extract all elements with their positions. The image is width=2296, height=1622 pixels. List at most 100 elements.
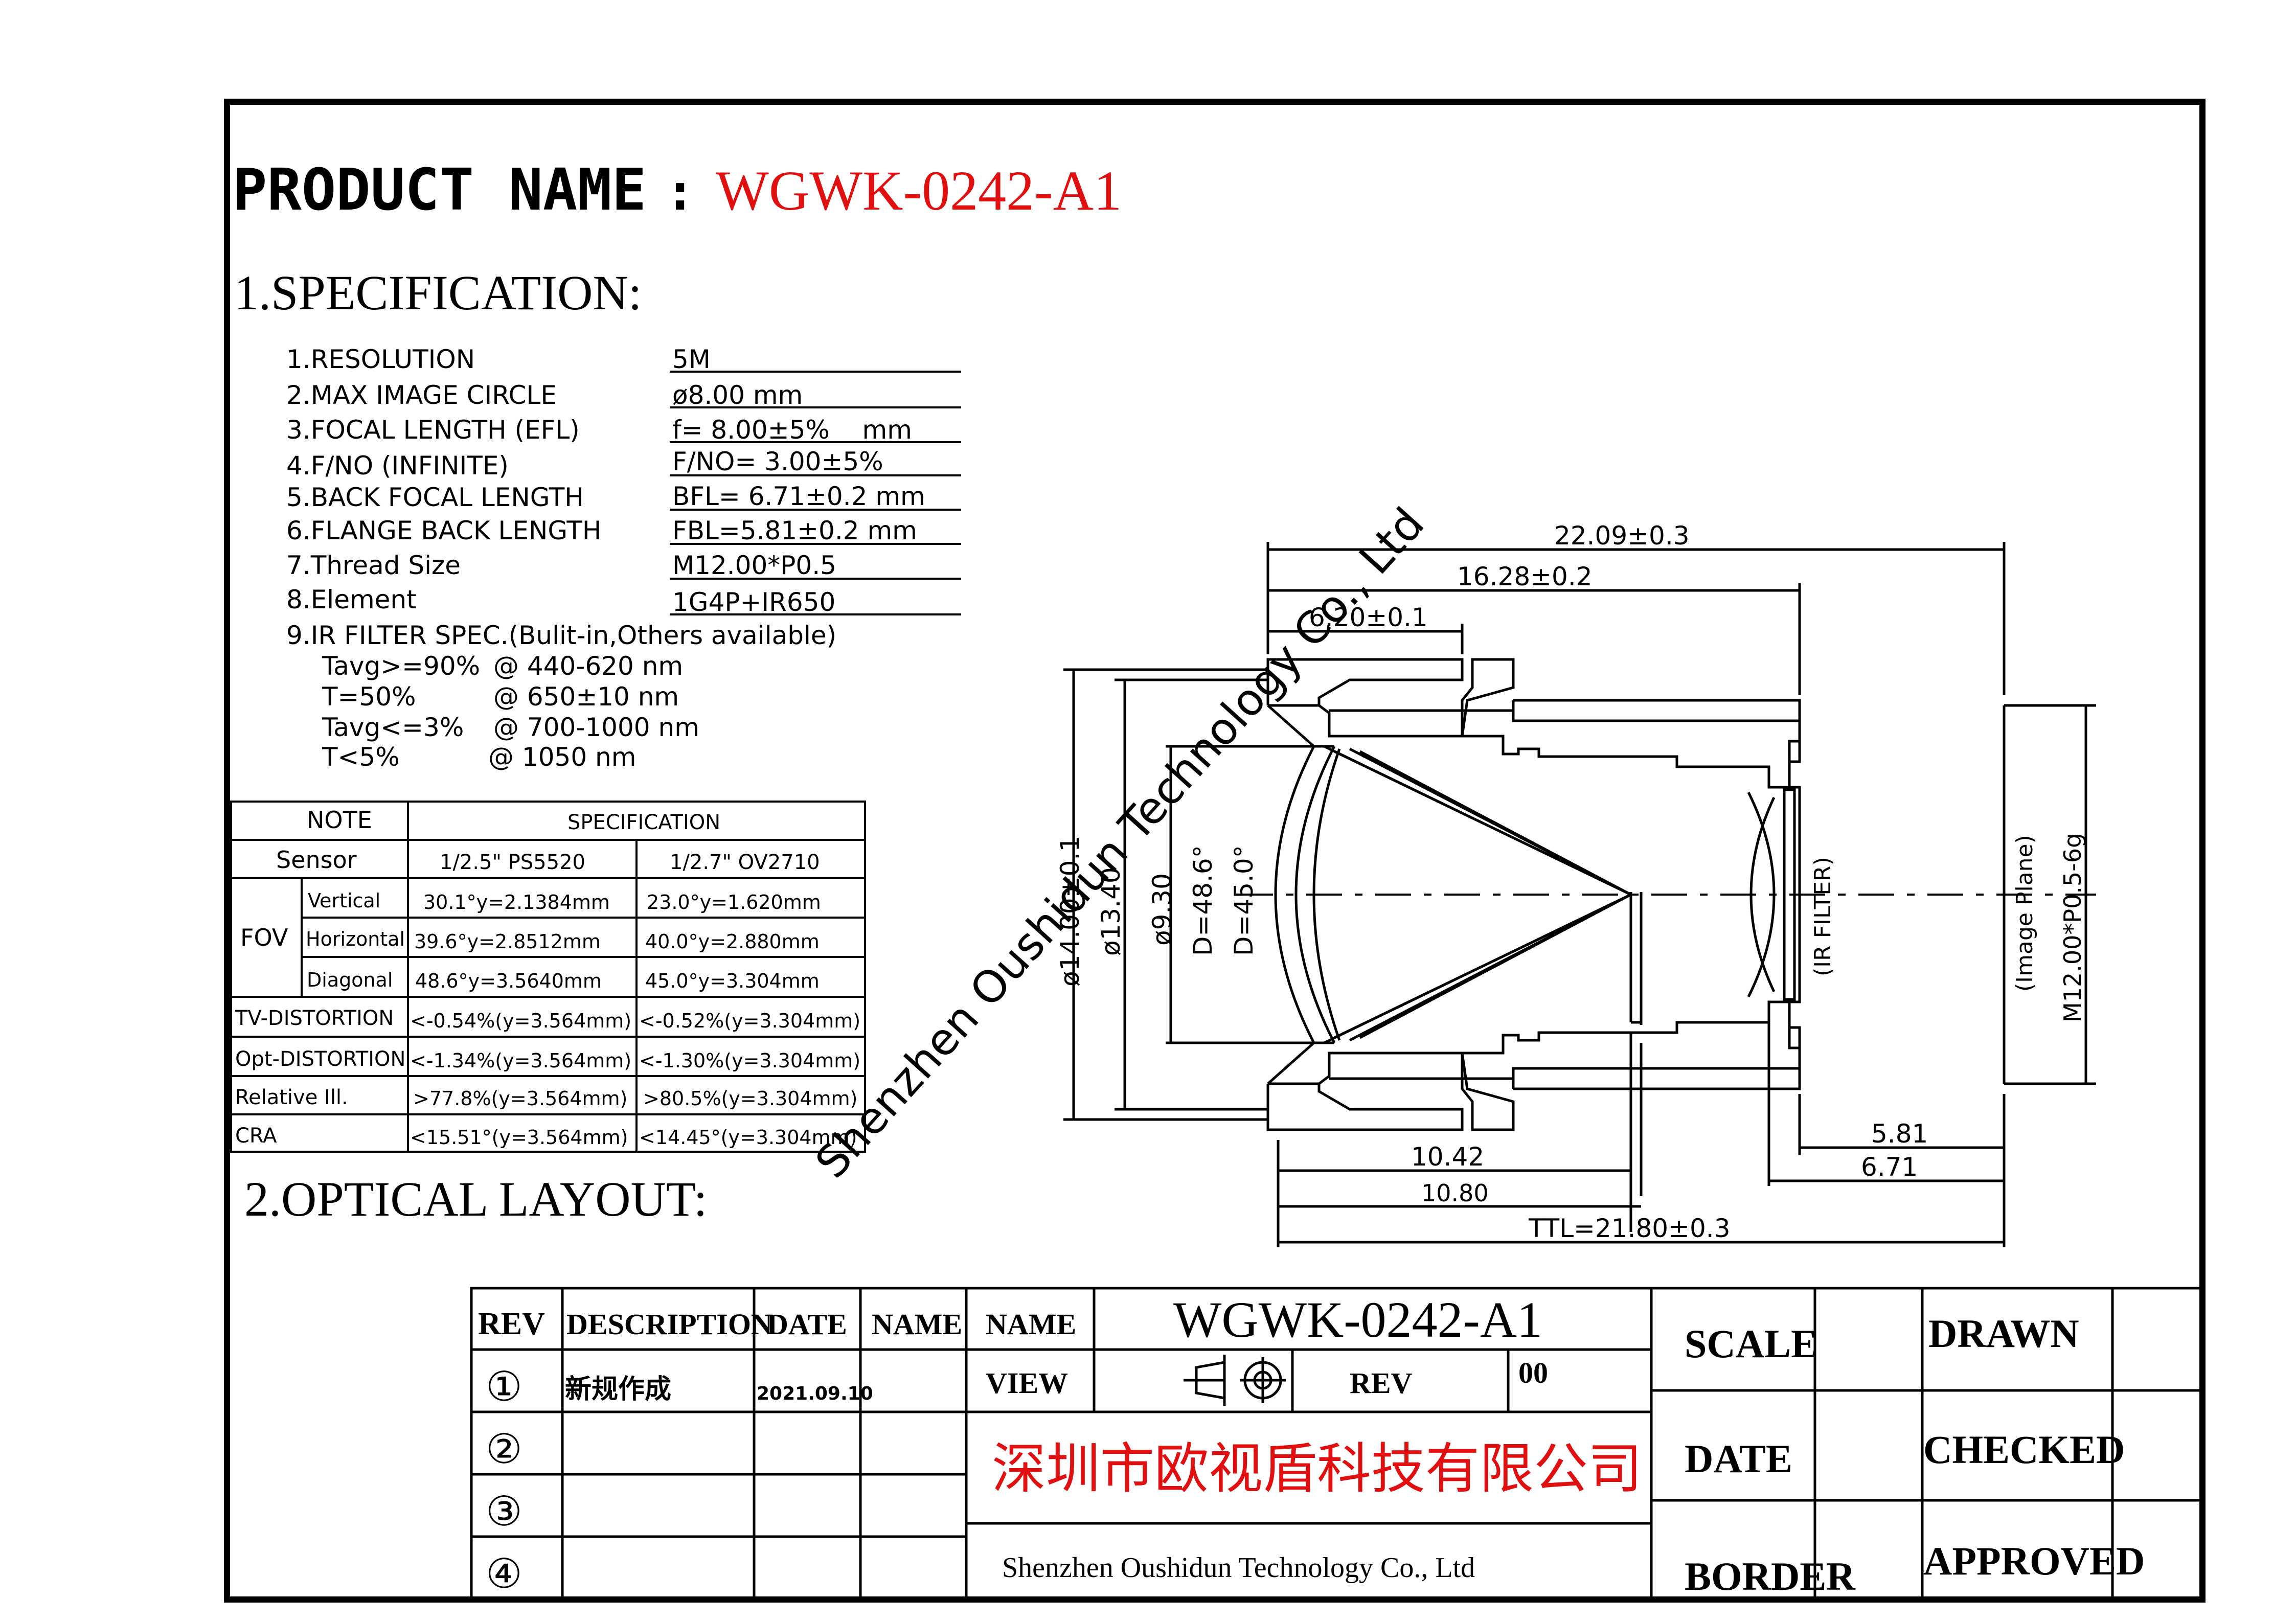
tb-row-num-4: ④ [486, 1550, 522, 1597]
fov-row-label: Horizontal [306, 928, 405, 950]
fov-row-a: 39.6°y=2.8512mm [414, 930, 601, 953]
spec-row: 5.BACK FOCAL LENGTH BFL= 6.71±0.2 mm [286, 482, 961, 512]
tb-row-num-3: ③ [486, 1488, 522, 1535]
spec-row: 4.F/NO (INFINITE) F/NO= 3.00±5% [286, 447, 961, 481]
tb-row1-date: 2021.09.10 [757, 1383, 873, 1404]
fov-row-label: Vertical [308, 889, 380, 912]
spec-label: 1.RESOLUTION [286, 345, 475, 374]
dim-ttl: TTL=21.80±0.3 [1528, 1214, 1731, 1243]
optical-layout [1063, 542, 2096, 1247]
spec-label: 2.MAX IMAGE CIRCLE [286, 380, 557, 410]
spec-value: f= 8.00±5% mm [672, 415, 912, 445]
spec-row: 8.Element 1G4P+IR650 [286, 585, 961, 617]
product-name-value: WGWK-0242-A1 [716, 159, 1122, 222]
dist-row-a: >77.8%(y=3.564mm) [413, 1087, 627, 1110]
spec-value: 5M [672, 345, 711, 374]
tb-description: DESCRIPTION [566, 1308, 772, 1341]
spec-label: 4.F/NO (INFINITE) [286, 451, 509, 481]
fov-row-a: 30.1°y=2.1384mm [423, 891, 610, 913]
dist-row-label: Relative Ill. [235, 1086, 348, 1109]
fov-row-b: 23.0°y=1.620mm [647, 891, 821, 913]
tb-rev: REV [478, 1307, 545, 1341]
table-head-note: NOTE [307, 806, 372, 834]
section-specification: 1.SPECIFICATION: [234, 265, 642, 320]
dimension-labels: 22.09±0.3 16.28±0.2 6.20±0.1 10.42 10.80… [1055, 521, 2086, 1243]
dist-row-a: <-0.54%(y=3.564mm) [410, 1010, 631, 1032]
spec-row: 2.MAX IMAGE CIRCLE ø8.00 mm [286, 380, 961, 410]
table-fov-label: FOV [240, 924, 288, 951]
table-sensor-2: 1/2.7" OV2710 [670, 851, 820, 874]
tb-name: NAME [872, 1308, 962, 1341]
dist-row-b: <14.45°(y=3.304mm) [639, 1126, 857, 1149]
product-name-colon: : [665, 162, 695, 222]
dist-row-label: Opt-DISTORTION [235, 1047, 405, 1071]
tb-name-2: NAME [986, 1308, 1076, 1341]
fov-table [230, 801, 866, 1153]
tb-row-num-2: ② [486, 1425, 522, 1473]
spec-label: 5.BACK FOCAL LENGTH [286, 483, 584, 512]
table-sensor-1: 1/2.5" PS5520 [440, 851, 585, 874]
fov-table-text: NOTE SPECIFICATION Sensor 1/2.5" PS5520 … [235, 806, 860, 1149]
dim-overall-length: 22.09±0.3 [1554, 521, 1690, 551]
company-watermark: Shenzhen Oushidun Technology Co., Ltd [806, 498, 1434, 1188]
dist-row-a: <-1.34%(y=3.564mm) [410, 1049, 631, 1072]
table-head-spec: SPECIFICATION [567, 811, 720, 834]
tb-checked: CHECKED [1923, 1427, 2125, 1472]
tb-rev-value: 00 [1518, 1356, 1548, 1389]
tb-rev-2: REV [1350, 1366, 1413, 1400]
ir-filter-title: 9.IR FILTER SPEC.(Bulit-in,Others availa… [286, 621, 836, 650]
spec-value: M12.00*P0.5 [672, 551, 836, 580]
fov-row-a: 48.6°y=3.5640mm [415, 970, 602, 992]
ir-row-b: @ 440-620 nm [493, 651, 683, 681]
tb-drawn: DRAWN [1928, 1311, 2079, 1356]
spec-row: 3.FOCAL LENGTH (EFL) f= 8.00±5% mm [286, 415, 961, 445]
dist-row-b: >80.5%(y=3.304mm) [643, 1087, 857, 1110]
ir-row-a: T<5% [322, 742, 400, 772]
tb-approved: APPROVED [1923, 1539, 2145, 1583]
tb-date: DATE [767, 1308, 847, 1341]
ir-row-a: T=50% [322, 682, 416, 712]
spec-value: 1G4P+IR650 [672, 587, 835, 617]
title-block [470, 1287, 2204, 1601]
dim-fov-45: D=45.0° [1229, 845, 1259, 956]
image-plane-label: (Image Plane) [2012, 835, 2038, 992]
dim-10-42: 10.42 [1411, 1142, 1484, 1172]
dist-row-b: <-1.30%(y=3.304mm) [639, 1049, 860, 1072]
thread-spec-label: M12.00*P0.5-6g [2059, 833, 2086, 1022]
ir-row-b: @ 700-1000 nm [493, 713, 699, 742]
title-block-text: REV DESCRIPTION DATE NAME NAME WGWK-0242… [478, 1291, 2145, 1598]
dist-row-label: TV-DISTORTION [235, 1007, 394, 1030]
spec-label: 8.Element [286, 585, 417, 614]
product-name-label: PRODUCT NAME [233, 157, 646, 223]
dim-thread-diameter: ø13.40 [1096, 867, 1126, 956]
ir-row-b: @ 650±10 nm [493, 682, 679, 712]
spec-value: FBL=5.81±0.2 mm [672, 516, 917, 545]
tb-product: WGWK-0242-A1 [1173, 1291, 1542, 1348]
fov-row-label: Diagonal [307, 969, 393, 991]
dim-barrel-length: 16.28±0.2 [1457, 562, 1593, 591]
ir-row-a: Tavg>=90% [322, 651, 480, 681]
spec-value: F/NO= 3.00±5% [672, 447, 883, 476]
dist-row-a: <15.51°(y=3.564mm) [410, 1126, 628, 1149]
dim-fov-48: D=48.6° [1188, 845, 1218, 956]
tb-date-2: DATE [1685, 1436, 1792, 1481]
tb-row-num-1: ① [486, 1363, 522, 1410]
section-optical-layout: 2.OPTICAL LAYOUT: [244, 1172, 707, 1226]
dim-front-length: 6.20±0.1 [1309, 603, 1428, 632]
spec-value: ø8.00 mm [672, 380, 803, 410]
spec-label: 3.FOCAL LENGTH (EFL) [286, 415, 580, 445]
lens-element-rear [1747, 791, 1776, 998]
spec-value: BFL= 6.71±0.2 mm [672, 482, 925, 511]
dist-row-b: <-0.52%(y=3.304mm) [639, 1010, 860, 1032]
lens-element-front [1274, 745, 1315, 1044]
ir-row-a: Tavg<=3% [322, 713, 464, 742]
tb-row1-desc: 新规作成 [565, 1374, 671, 1405]
ir-row-b: @ 1050 nm [488, 742, 636, 772]
spec-row: 7.Thread Size M12.00*P0.5 [286, 551, 961, 580]
spec-row: 6.FLANGE BACK LENGTH FBL=5.81±0.2 mm [286, 516, 961, 545]
table-sensor-label: Sensor [276, 846, 357, 874]
dist-row-label: CRA [235, 1124, 277, 1148]
dim-front-diameter: ø9.30 [1147, 873, 1177, 946]
projection-symbol-icon [1184, 1355, 1286, 1406]
